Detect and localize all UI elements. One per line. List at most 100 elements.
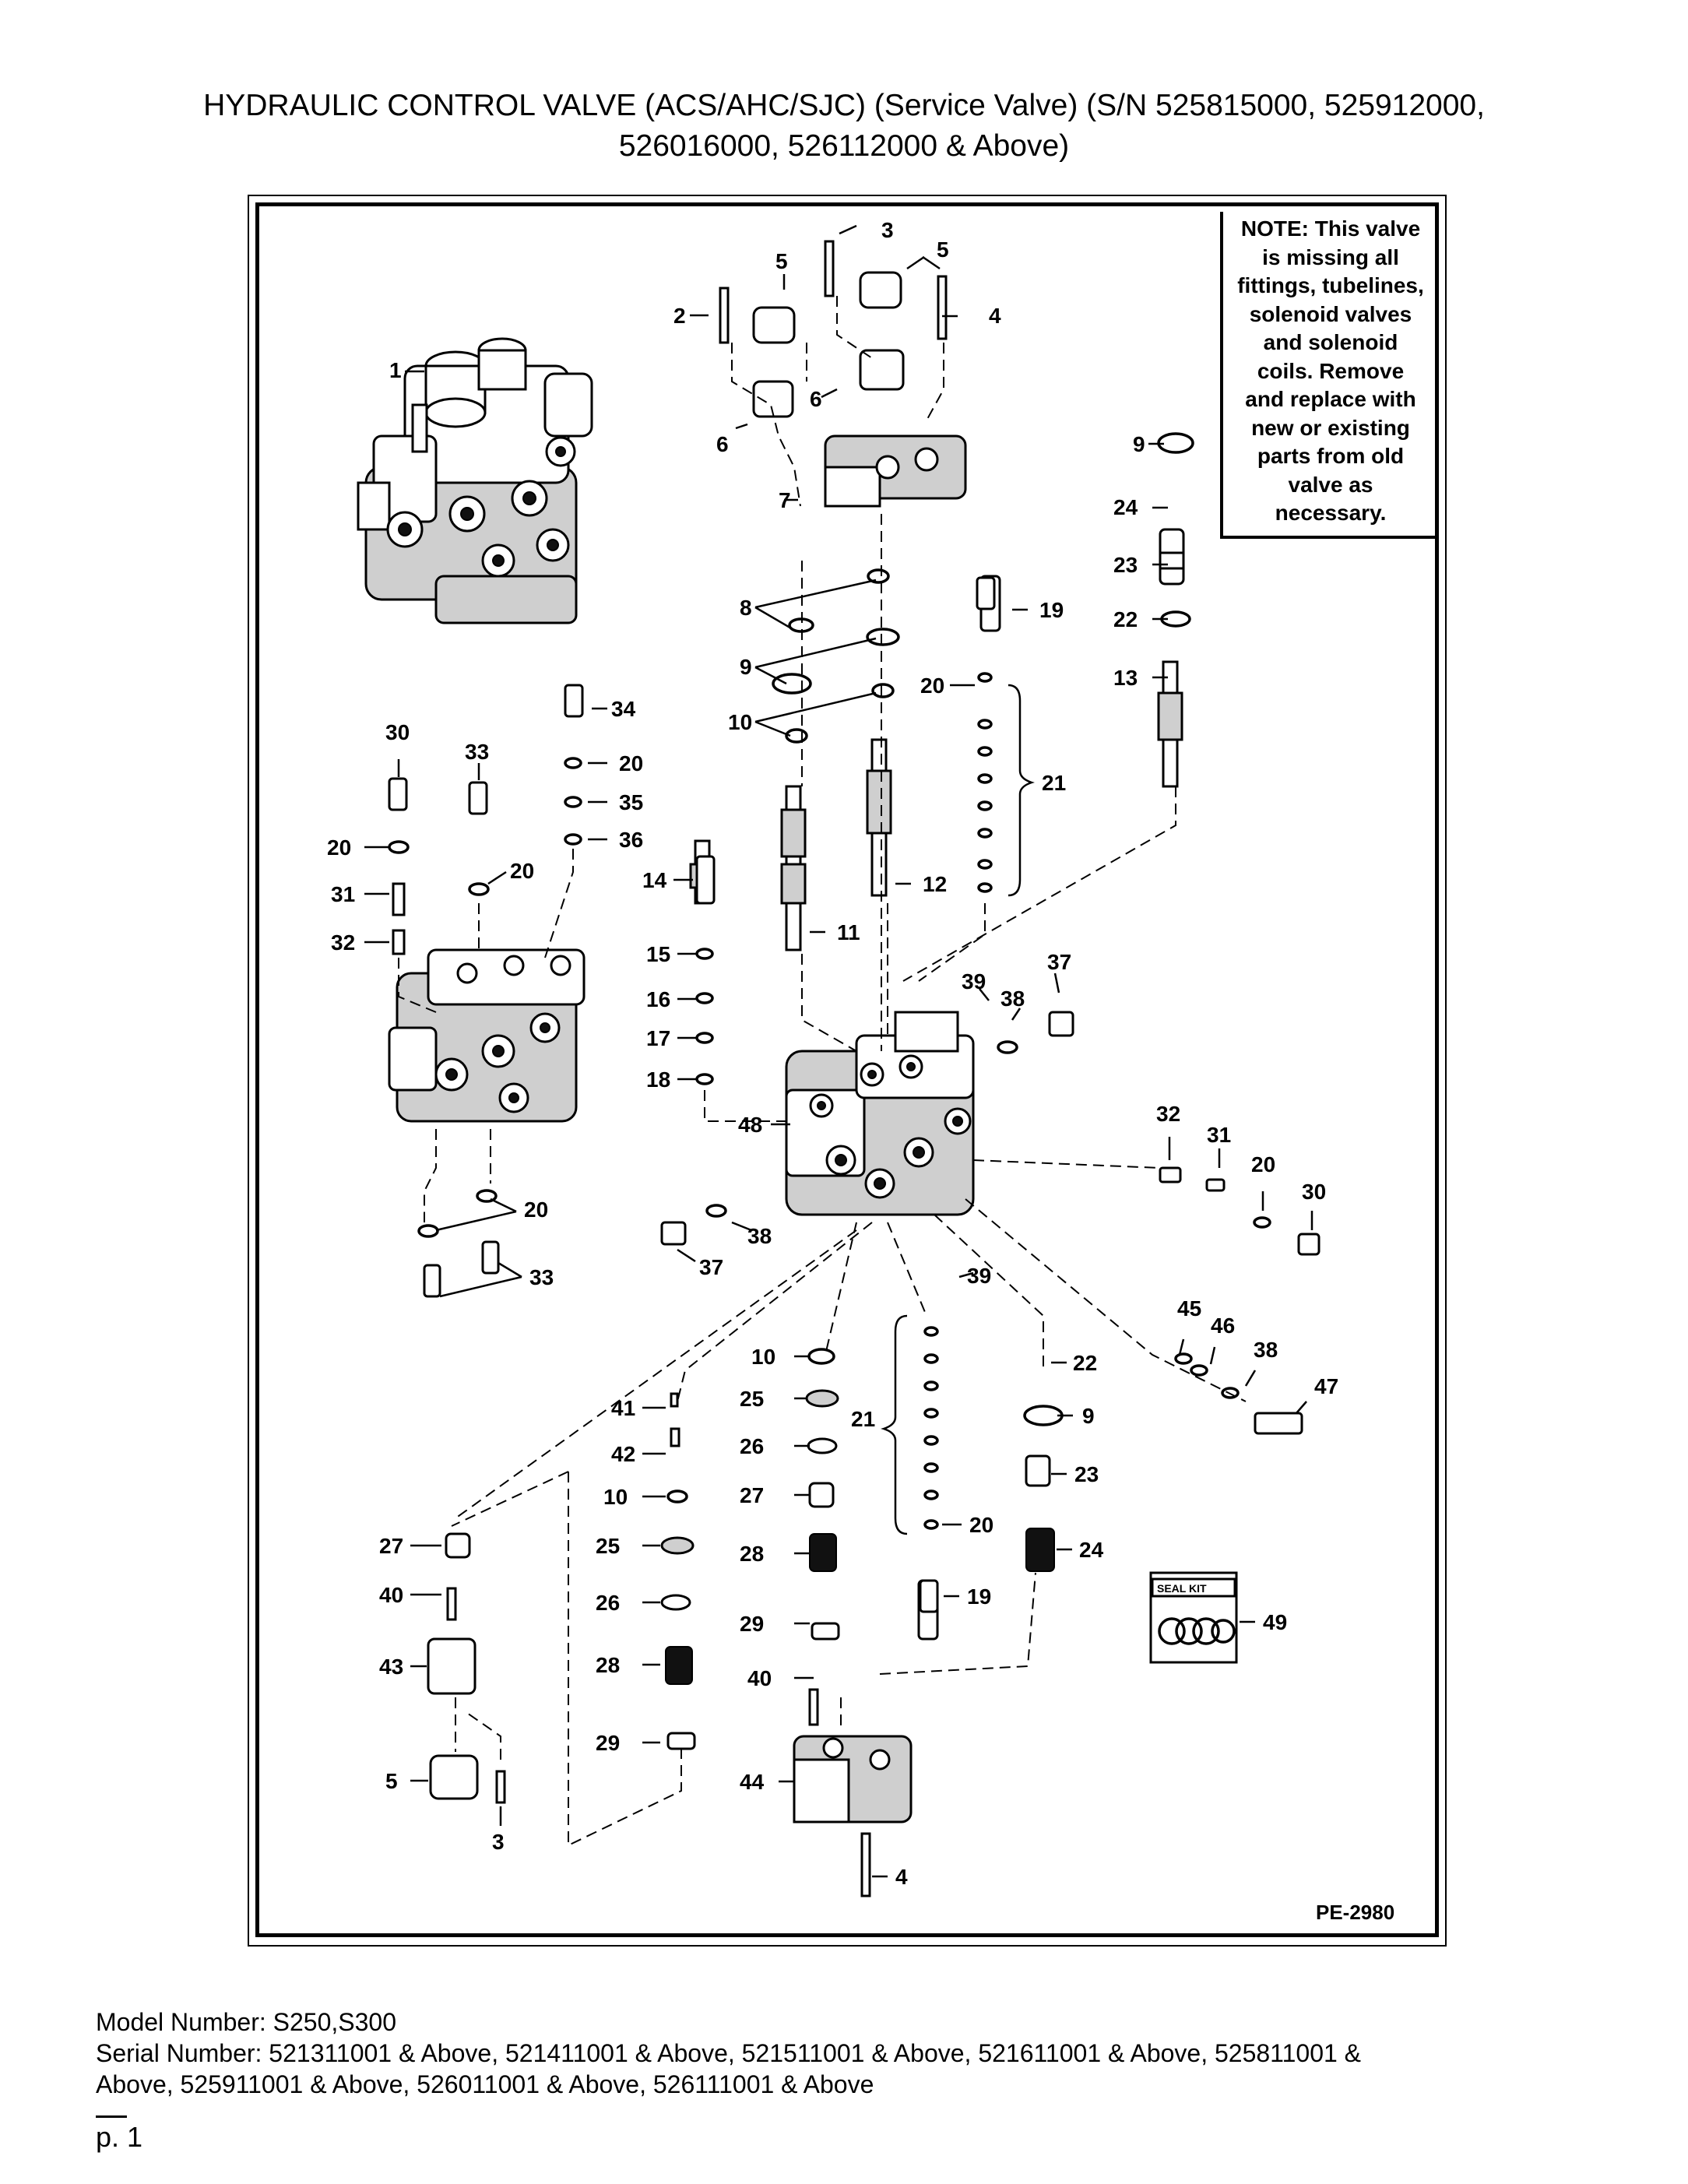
note-line-6: coils. Remove: [1257, 358, 1405, 383]
callout-20: 20: [327, 835, 351, 860]
page-number: p. 1: [96, 2121, 143, 2153]
callout-3: 3: [881, 218, 894, 242]
callout-10: 10: [751, 1345, 775, 1369]
callout-41: 41: [611, 1396, 635, 1420]
callout-38: 38: [1254, 1338, 1278, 1362]
diagram-outer-border: [248, 195, 1447, 1947]
callout-20: 20: [920, 673, 944, 698]
callout-32: 32: [331, 930, 355, 955]
callout-26: 26: [596, 1591, 620, 1615]
callout-2: 2: [673, 304, 686, 328]
callout-48: 48: [738, 1113, 762, 1137]
callout-24: 24: [1079, 1538, 1104, 1562]
callout-49: 49: [1263, 1610, 1287, 1634]
callout-28: 28: [740, 1542, 764, 1566]
callout-34: 34: [611, 697, 636, 721]
callout-23: 23: [1074, 1462, 1099, 1486]
model-number: Model Number: S250,S300: [96, 2008, 396, 2036]
callout-28: 28: [596, 1653, 620, 1677]
callout-36: 36: [619, 828, 643, 852]
callout-10: 10: [728, 710, 752, 734]
note-line-7: and replace with: [1245, 387, 1416, 411]
callout-39: 39: [967, 1264, 991, 1288]
callout-1: 1: [389, 358, 402, 382]
callout-33: 33: [529, 1265, 554, 1289]
note-line-8: new or existing: [1251, 415, 1410, 440]
callout-6: 6: [810, 387, 822, 411]
callout-27: 27: [740, 1483, 764, 1507]
seal-kit-label: SEAL KIT: [1157, 1582, 1207, 1595]
callout-23: 23: [1113, 553, 1138, 577]
callout-30: 30: [385, 720, 410, 744]
callout-32: 32: [1156, 1102, 1180, 1126]
note-line-4: solenoid valves: [1249, 301, 1412, 326]
note-box: NOTE: This valve is missing all fittings…: [1220, 212, 1438, 539]
braces: [881, 684, 1035, 1535]
callout-35: 35: [619, 790, 643, 814]
callout-38: 38: [747, 1224, 772, 1248]
exploded-view-drawing: .p { fill: #fff; stroke: #000; stroke-wi…: [327, 218, 1394, 1924]
callout-31: 31: [1207, 1123, 1231, 1147]
callout-22: 22: [1113, 607, 1138, 631]
serial-number-line-1: Serial Number: 521311001 & Above, 521411…: [96, 2039, 1362, 2067]
callout-8: 8: [740, 596, 752, 620]
callout-43: 43: [379, 1655, 403, 1679]
valve-body-left: [388, 948, 586, 1123]
callout-26: 26: [740, 1434, 764, 1458]
callout-13: 13: [1113, 666, 1138, 690]
callout-4: 4: [989, 304, 1001, 328]
seal-kit-49: [1149, 1571, 1238, 1664]
callout-39: 39: [962, 969, 986, 994]
callout-20: 20: [524, 1198, 548, 1222]
callout-numbers: 1 2 3 5 5 4 6 6 7 8 9 10 11 12 9 24 23 2…: [327, 218, 1338, 1889]
callout-9: 9: [1082, 1404, 1095, 1428]
callout-20: 20: [1251, 1152, 1275, 1176]
callout-12: 12: [923, 872, 947, 896]
callout-19: 19: [967, 1584, 991, 1609]
callout-38: 38: [1000, 986, 1025, 1011]
lower-stacks: [445, 528, 1185, 1897]
note-line-1: This valve: [1314, 216, 1421, 241]
leader-lines: [364, 224, 1313, 1878]
callout-30: 30: [1302, 1180, 1326, 1204]
callout-15: 15: [646, 942, 670, 966]
callout-37: 37: [699, 1255, 723, 1279]
diagram-frame: [255, 202, 1439, 1937]
callout-5: 5: [385, 1769, 398, 1793]
callout-5: 5: [937, 237, 949, 262]
callout-9: 9: [1133, 432, 1145, 456]
note-line-3: fittings, tubelines,: [1237, 273, 1424, 297]
callout-20: 20: [619, 751, 643, 775]
note-line-5: and solenoid: [1263, 330, 1398, 354]
callout-6: 6: [716, 432, 729, 456]
note-line-10: valve as: [1288, 472, 1373, 497]
note-heading: NOTE:: [1240, 216, 1309, 241]
title-line-2: 526016000, 526112000 & Above): [618, 129, 1070, 163]
callout-21: 21: [851, 1407, 875, 1431]
callout-21: 21: [1042, 771, 1066, 795]
callout-17: 17: [646, 1026, 670, 1050]
page-rule: [96, 2115, 127, 2118]
callout-46: 46: [1211, 1314, 1235, 1338]
callout-19: 19: [1039, 598, 1064, 622]
callout-27: 27: [379, 1534, 403, 1558]
callout-10: 10: [603, 1485, 628, 1509]
callout-42: 42: [611, 1442, 635, 1466]
callout-44: 44: [740, 1770, 765, 1794]
callout-29: 29: [596, 1731, 620, 1755]
callout-33: 33: [465, 740, 489, 764]
serial-number-line-2: Above, 525911001 & Above, 526011001 & Ab…: [96, 2070, 874, 2098]
callout-18: 18: [646, 1067, 670, 1092]
callout-14: 14: [642, 868, 667, 892]
callout-20: 20: [969, 1513, 993, 1537]
callout-25: 25: [740, 1387, 764, 1411]
callout-40: 40: [379, 1583, 403, 1607]
callout-29: 29: [740, 1612, 764, 1636]
fittings: [388, 576, 1321, 1613]
callout-7: 7: [779, 488, 791, 512]
title-line-1: HYDRAULIC CONTROL VALVE (ACS/AHC/SJC) (S…: [203, 89, 1485, 122]
drawing-ref: PE-2980: [1316, 1901, 1394, 1924]
callout-31: 31: [331, 882, 355, 906]
callout-3: 3: [492, 1830, 505, 1854]
callout-37: 37: [1047, 950, 1071, 974]
